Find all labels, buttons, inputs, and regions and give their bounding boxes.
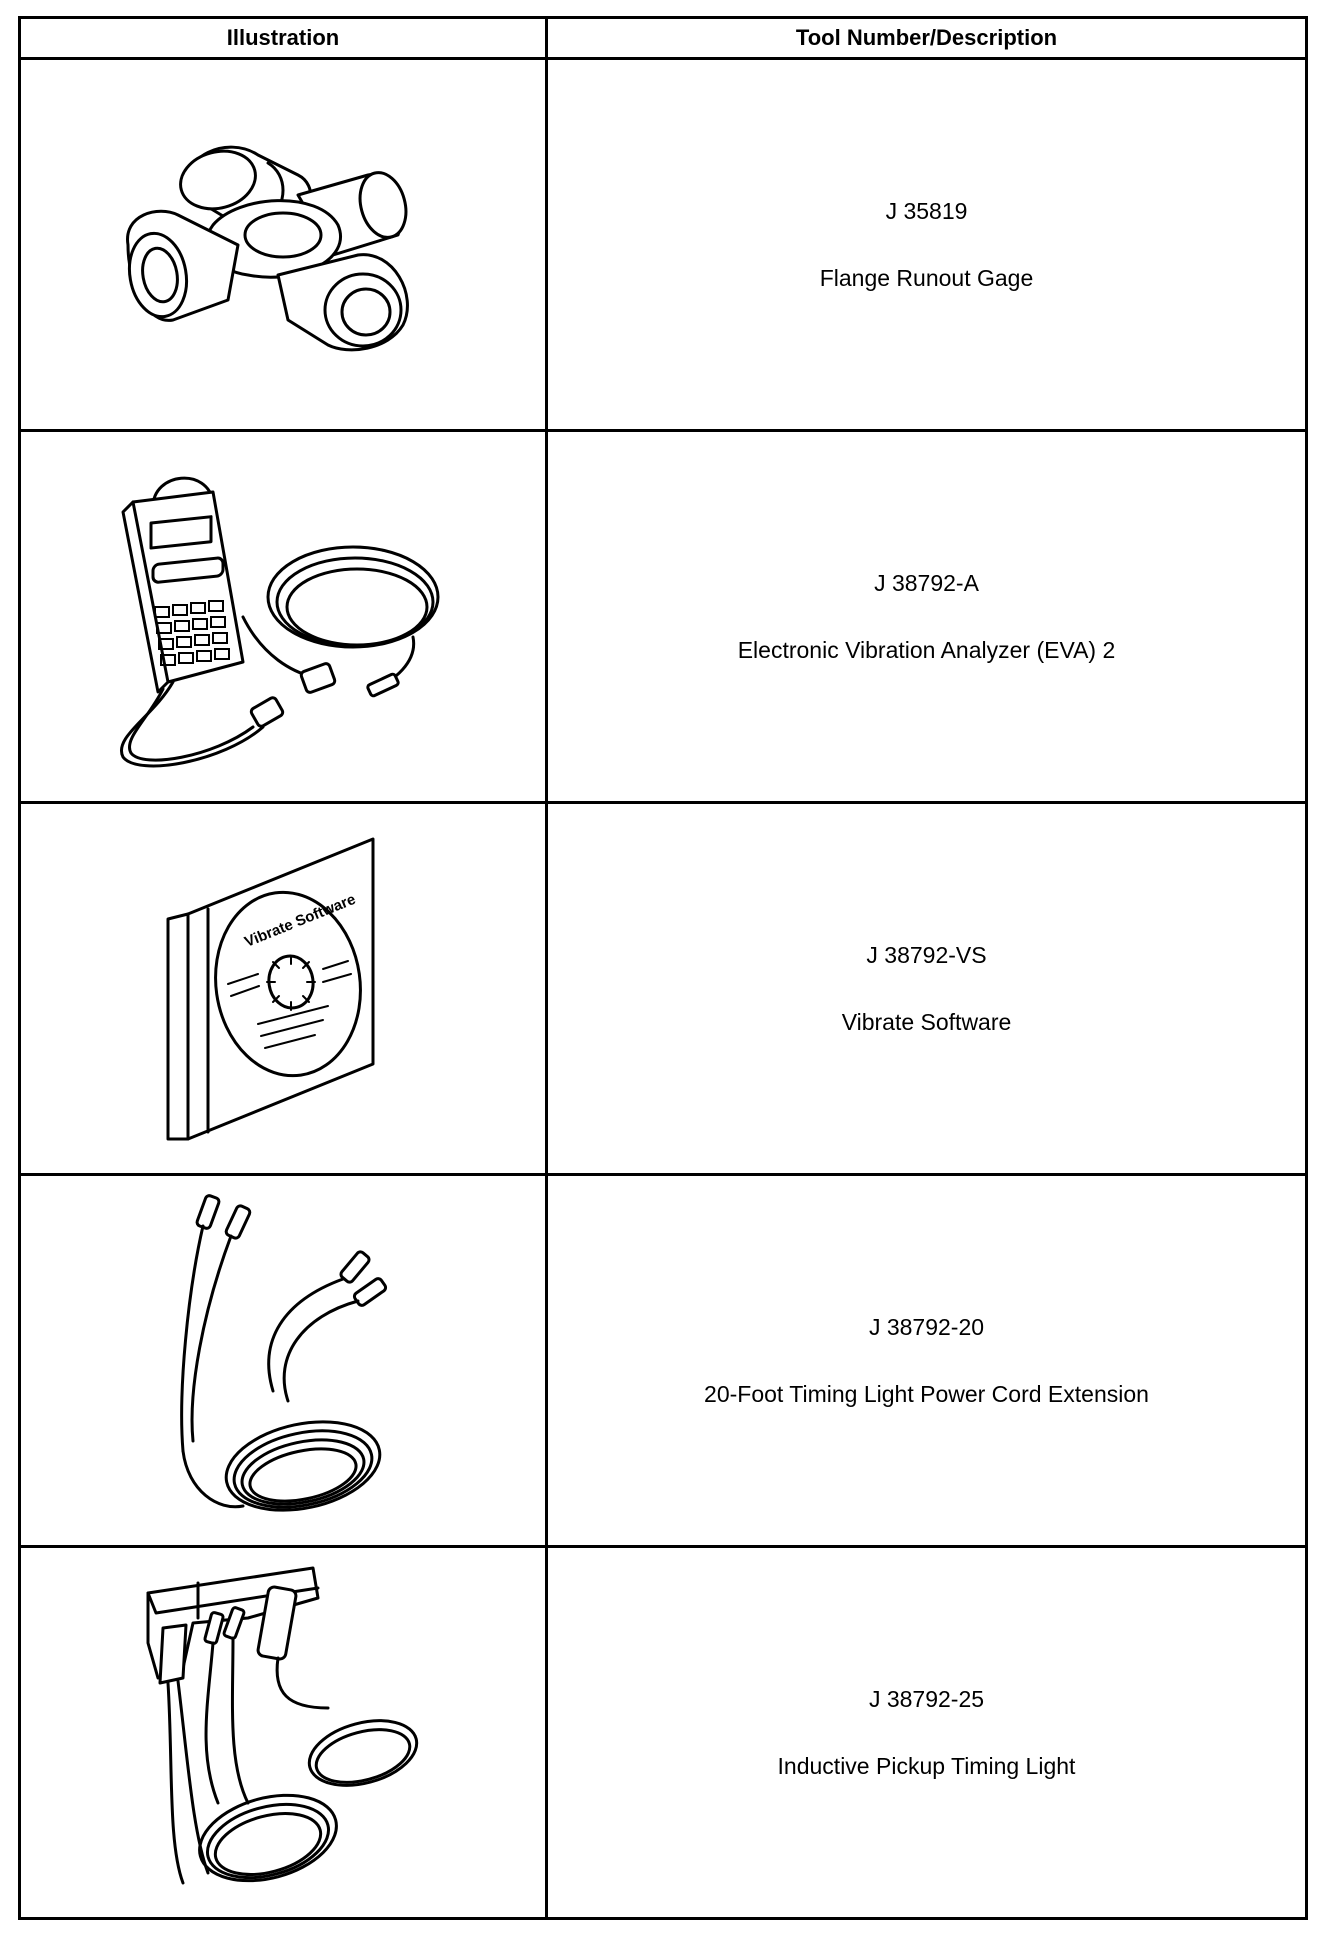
header-row: Illustration Tool Number/Description bbox=[18, 16, 1308, 60]
illustration-cell bbox=[18, 1173, 548, 1548]
tool-cell: J 38792-20 20-Foot Timing Light Power Co… bbox=[545, 1173, 1308, 1548]
tool-description: Electronic Vibration Analyzer (EVA) 2 bbox=[737, 636, 1116, 663]
tool-number: J 38792-25 bbox=[868, 1685, 985, 1712]
table-row: Vibrate Software J 38792-VS Vibrate Soft… bbox=[18, 801, 1308, 1176]
power-cord-illustration bbox=[180, 1193, 388, 1512]
universal-joint-illustration bbox=[126, 145, 409, 351]
tool-description: Inductive Pickup Timing Light bbox=[777, 1752, 1076, 1779]
tool-number: J 38792-VS bbox=[866, 941, 987, 968]
illustration-cell bbox=[18, 57, 548, 432]
tool-description: 20-Foot Timing Light Power Cord Extensio… bbox=[704, 1380, 1149, 1407]
tool-cell: J 38792-A Electronic Vibration Analyzer … bbox=[545, 429, 1308, 804]
tool-number: J 38792-A bbox=[874, 569, 979, 596]
tools-table: Illustration Tool Number/Description bbox=[18, 16, 1308, 1920]
illustration-cell: Vibrate Software bbox=[18, 801, 548, 1176]
tool-number: J 35819 bbox=[885, 197, 968, 224]
tool-description: Vibrate Software bbox=[841, 1008, 1012, 1035]
tool-description: Flange Runout Gage bbox=[819, 264, 1034, 291]
illustration-cell bbox=[18, 429, 548, 804]
tool-cell: J 35819 Flange Runout Gage bbox=[545, 57, 1308, 432]
table-row: J 38792-20 20-Foot Timing Light Power Co… bbox=[18, 1173, 1308, 1548]
illustration-header: Illustration bbox=[18, 16, 548, 60]
table-row: J 38792-A Electronic Vibration Analyzer … bbox=[18, 429, 1308, 804]
tool-cell: J 38792-VS Vibrate Software bbox=[545, 801, 1308, 1176]
illustration-cell bbox=[18, 1545, 548, 1920]
vibration-analyzer-illustration bbox=[119, 476, 440, 767]
timing-light-illustration bbox=[146, 1566, 419, 1884]
tool-number: J 38792-20 bbox=[868, 1313, 985, 1340]
software-cd-illustration: Vibrate Software bbox=[166, 837, 375, 1140]
table-row: J 35819 Flange Runout Gage bbox=[18, 57, 1308, 432]
table-row: J 38792-25 Inductive Pickup Timing Light bbox=[18, 1545, 1308, 1920]
tool-header: Tool Number/Description bbox=[545, 16, 1308, 60]
tool-cell: J 38792-25 Inductive Pickup Timing Light bbox=[545, 1545, 1308, 1920]
